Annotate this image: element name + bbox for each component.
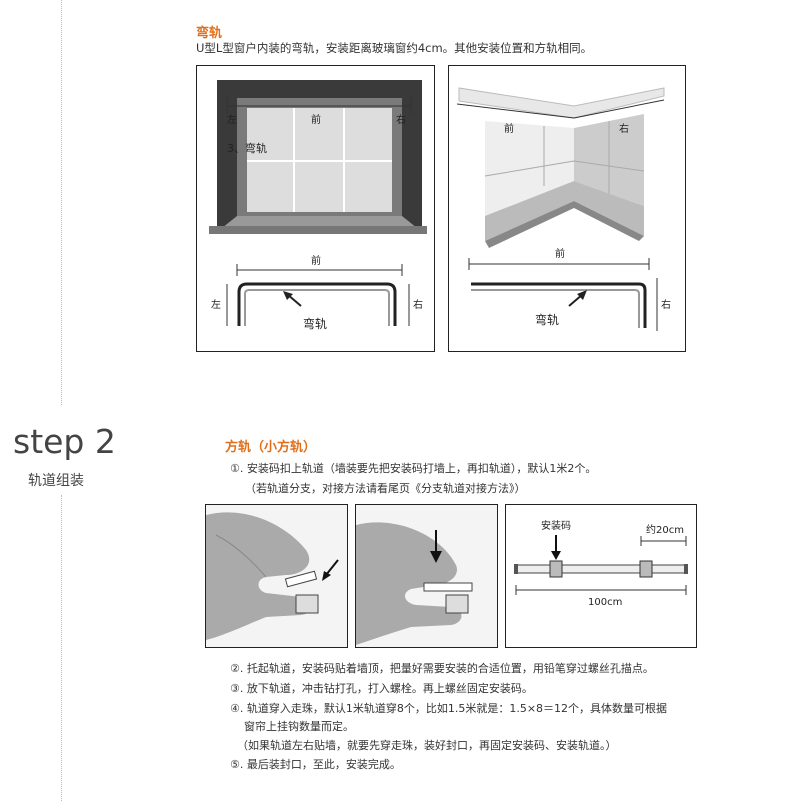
instruction-step-5: ⑤. 最后装封口，至此，安装完成。 (230, 758, 401, 771)
u-window-panel: 左 前 右 3、弯轨 前 左 右 弯轨 (196, 65, 435, 352)
rail-diagram-panel: 安装码 约20cm 100cm (505, 504, 697, 648)
instruction-step-4: ④. 轨道穿入走珠，默认1米轨道穿8个，比如1.5米就是：1.5×8＝12个，具… (230, 702, 668, 715)
u-rail-front-label: 前 (311, 254, 321, 267)
hand-photo-2 (355, 504, 498, 648)
instruction-step-2: ②. 托起轨道，安装码贴着墙顶，把量好需要安装的合适位置，用铅笔穿过螺丝孔描点。 (230, 662, 654, 675)
section-desc-curved-rail: U型L型窗户内装的弯轨，安装距离玻璃窗约4cm。其他安装位置和方轨相同。 (196, 41, 593, 55)
instruction-step-3: ③. 放下轨道，冲击钻打孔，打入螺栓。再上螺丝固定安装码。 (230, 682, 533, 695)
instruction-step-4-note: （如果轨道左右贴墙，就要先穿走珠，装好封口，再固定安装码、安装轨道。） (230, 739, 617, 752)
u-window-front-label: 前 (311, 113, 321, 126)
instruction-line-2: （若轨道分支，对接方法请看尾页《分支轨道对接方法》） (245, 482, 526, 495)
l-window-illustration: 前 右 前 右 弯轨 (456, 87, 671, 331)
guide-line-bottom (61, 495, 62, 801)
u-window-illustration: 左 前 右 3、弯轨 前 左 右 弯轨 (209, 80, 427, 331)
instruction-line-1: ①. 安装码扣上轨道（墙装要先把安装码打墙上，再扣轨道），默认1米2个。 (230, 462, 597, 475)
section-title-curved-rail: 弯轨 (196, 26, 223, 41)
l-rail-front-label: 前 (555, 247, 565, 260)
u-rail-name-label: 弯轨 (303, 316, 327, 331)
step-sublabel: 轨道组装 (28, 473, 84, 489)
l-rail-name-label: 弯轨 (535, 312, 559, 327)
hand-photo-1 (205, 504, 348, 648)
hand-illustration-2 (356, 522, 473, 645)
u-window-left-label: 左 (227, 113, 237, 126)
section-title-square-rail: 方轨（小方轨） (225, 440, 317, 455)
l-window-front-label: 前 (504, 122, 514, 135)
l-window-right-label: 右 (619, 122, 629, 135)
u-rail-right-label: 右 (413, 298, 423, 311)
guide-line-top (61, 0, 62, 405)
step-label: step 2 (13, 422, 116, 461)
l-window-panel: 前 右 前 右 弯轨 (448, 65, 686, 352)
length-label: 100cm (588, 597, 622, 608)
hand-illustration-1 (206, 512, 339, 640)
u-rail-left-label: 左 (211, 298, 221, 311)
u-window-overlay-label: 3、弯轨 (227, 141, 267, 155)
l-rail-right-label: 右 (661, 298, 671, 311)
spacing-label: 约20cm (646, 523, 684, 536)
instruction-step-4-cont: 窗帘上挂钩数量而定。 (230, 720, 354, 733)
rail-diagram: 安装码 约20cm 100cm (514, 519, 688, 608)
u-window-right-label: 右 (396, 113, 406, 126)
bracket-label: 安装码 (541, 519, 571, 532)
